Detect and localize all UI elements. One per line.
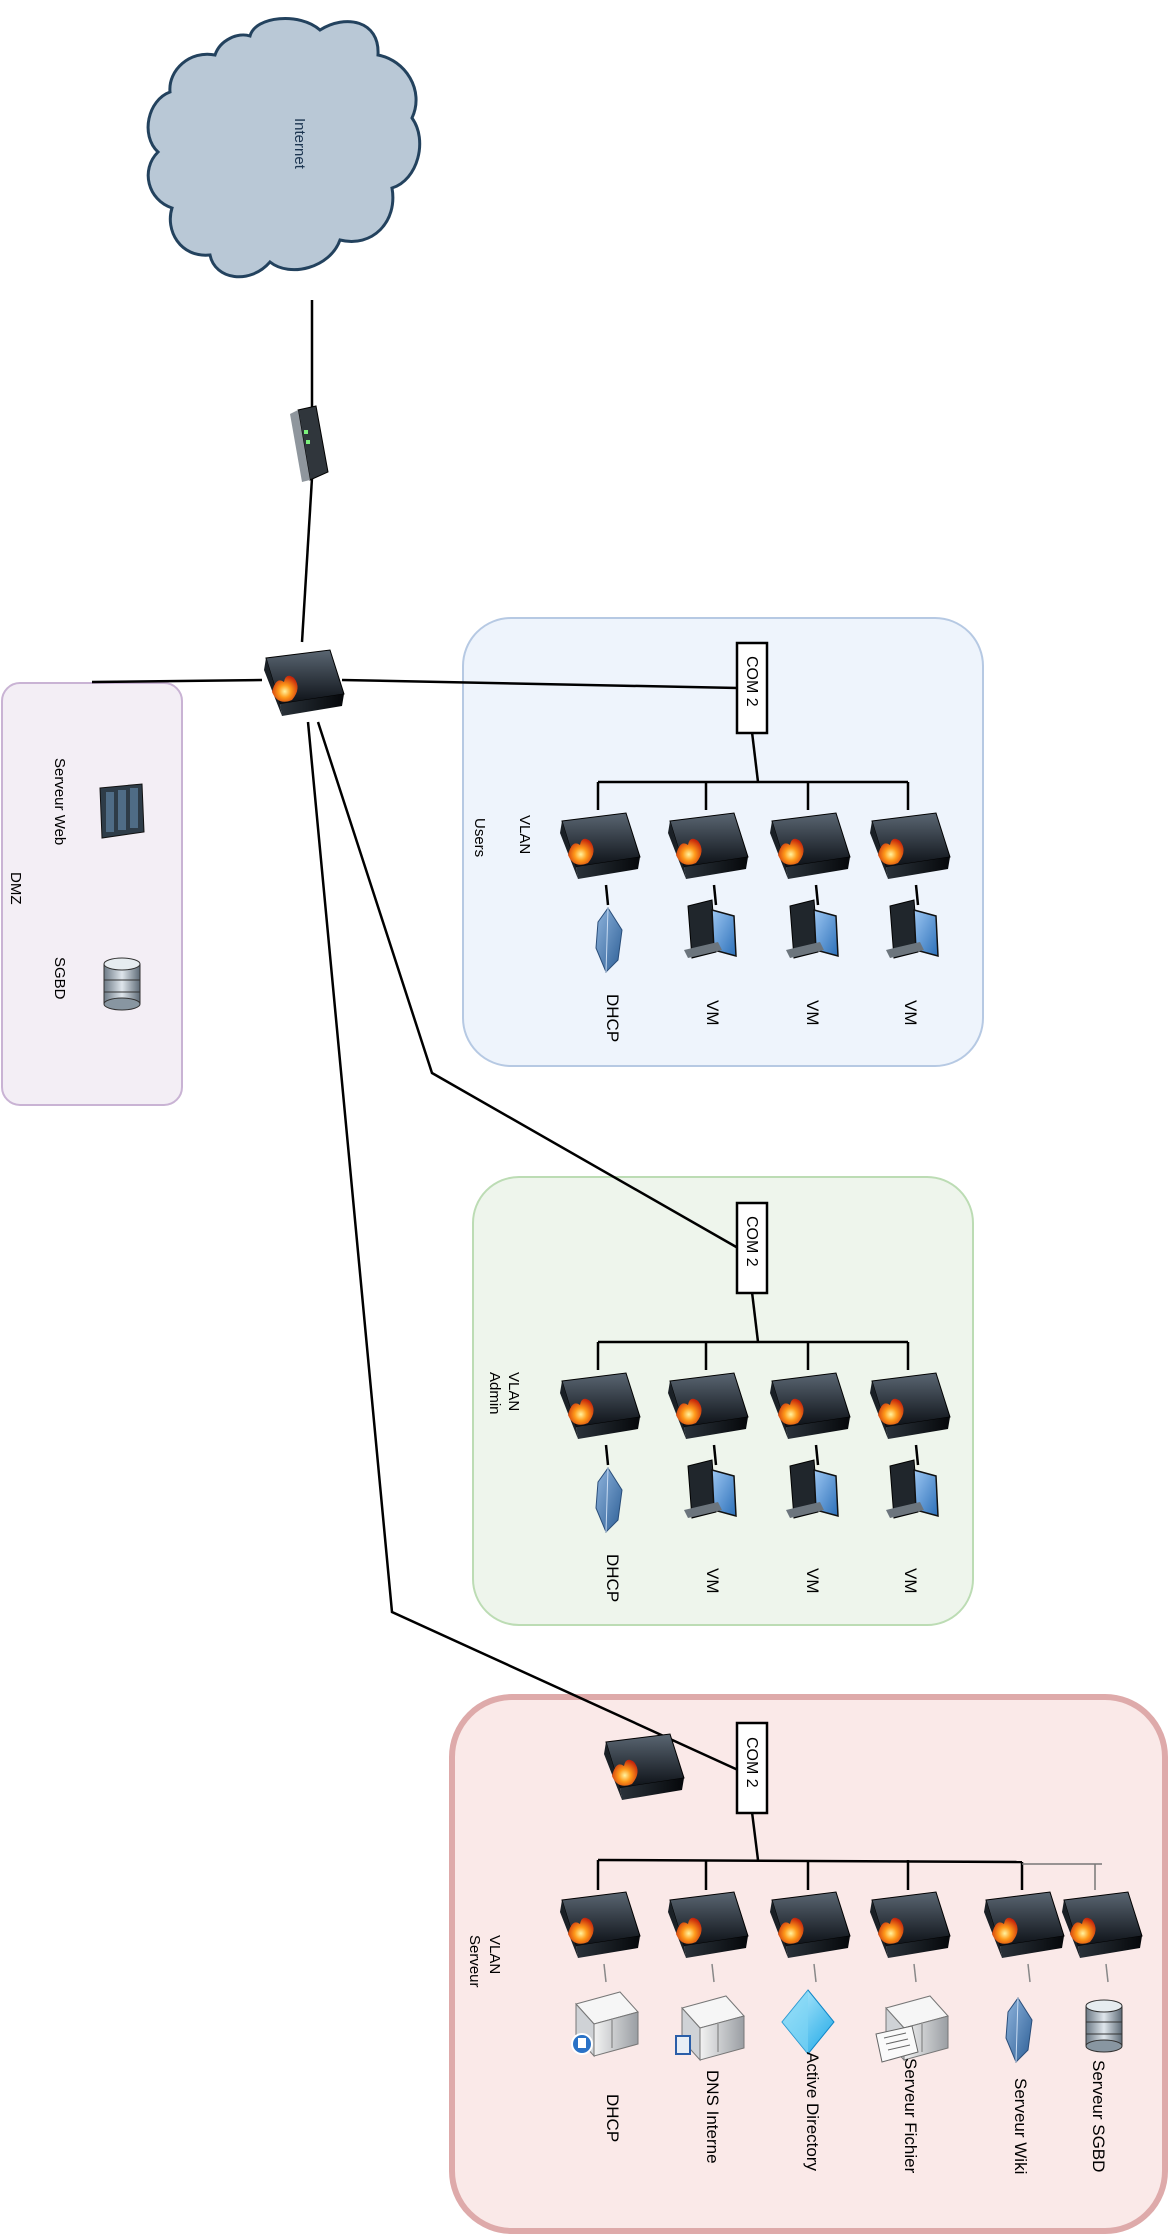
vlan-users-pc-icon-2 bbox=[786, 899, 839, 959]
vlan-users-device-label-2: VM bbox=[703, 1000, 722, 1026]
vlan-server-device-label-5: Serveur Wiki bbox=[1011, 2078, 1030, 2175]
vlan-server-title-line2: Serveur bbox=[466, 1935, 483, 1988]
vlan-users-title-line1: VLAN bbox=[516, 815, 533, 855]
vlan-admin-firewall-icon-3 bbox=[770, 1372, 851, 1439]
dmz-web-server-icon bbox=[99, 783, 145, 839]
vlan-admin-pc-icon-3 bbox=[886, 1459, 939, 1519]
vlan-users-firewall-icon-3 bbox=[770, 812, 851, 879]
internet-cloud-icon bbox=[146, 17, 422, 279]
vlan-admin-switch-icon bbox=[735, 1201, 769, 1295]
dmz-db-label: SGBD bbox=[51, 957, 68, 1000]
vlan-server-device-label-2: DNS Interne bbox=[703, 2070, 722, 2164]
vlan-server-edge-firewall-icon bbox=[604, 1733, 685, 1800]
vlan-users-dhcp-icon bbox=[595, 907, 623, 973]
vlan-server-device-label-3: Active Directory bbox=[803, 2052, 822, 2172]
vlan-server-device-label-6: Serveur SGBD bbox=[1089, 2060, 1108, 2173]
vlan-admin-device-label-3: VM bbox=[803, 1568, 822, 1594]
vlan-users-device-label-4: VM bbox=[901, 1000, 920, 1026]
vlan-server-database-icon bbox=[1085, 1999, 1123, 2053]
vlan-admin-device-label-4: VM bbox=[901, 1568, 920, 1594]
vlan-admin-firewall-icon-1 bbox=[560, 1372, 641, 1439]
vlan-users-pc-icon-3 bbox=[886, 899, 939, 959]
vlan-admin-switch-label: COM 2 bbox=[743, 1216, 760, 1267]
vlan-admin-device-label-1: DHCP bbox=[603, 1554, 622, 1603]
vlan-server-ad-icon bbox=[781, 1989, 835, 2055]
dmz-zone-label: DMZ bbox=[7, 872, 24, 905]
vlan-server-firewall-icon-2 bbox=[668, 1891, 749, 1958]
vlan-server-dns-icon bbox=[675, 1995, 745, 2062]
vlan-server-zone bbox=[449, 1694, 1168, 2234]
vlan-admin-pc-icon-1 bbox=[684, 1459, 737, 1519]
vlan-users-device-label-3: VM bbox=[803, 1000, 822, 1026]
vlan-admin-dhcp-icon bbox=[595, 1467, 623, 1533]
vlan-admin-title-line1: VLAN bbox=[505, 1372, 522, 1412]
vlan-server-firewall-icon-6 bbox=[1062, 1891, 1143, 1958]
dmz-web-label: Serveur Web bbox=[51, 758, 68, 846]
vlan-admin-firewall-icon-4 bbox=[870, 1372, 951, 1439]
vlan-server-file-icon bbox=[875, 1995, 949, 2063]
vlan-admin-pc-icon-2 bbox=[786, 1459, 839, 1519]
vlan-admin-firewall-icon-2 bbox=[668, 1372, 749, 1439]
vlan-server-device-label-1: DHCP bbox=[603, 2094, 622, 2143]
vlan-server-switch-icon bbox=[735, 1721, 769, 1815]
vlan-server-title-line1: VLAN bbox=[486, 1935, 503, 1975]
vlan-users-firewall-icon-1 bbox=[560, 812, 641, 879]
vlan-users-firewall-icon-4 bbox=[870, 812, 951, 879]
vlan-users-pc-icon-1 bbox=[684, 899, 737, 959]
vlan-server-dhcp-icon bbox=[571, 1991, 639, 2058]
vlan-users-firewall-icon-2 bbox=[668, 812, 749, 879]
vlan-users-switch-icon bbox=[735, 641, 769, 735]
dmz-zone bbox=[1, 682, 183, 1106]
vlan-users-switch-label: COM 2 bbox=[743, 656, 760, 707]
vlan-server-wiki-icon bbox=[1005, 1997, 1033, 2063]
vlan-admin-device-label-2: VM bbox=[703, 1568, 722, 1594]
modem-icon bbox=[290, 405, 329, 482]
vlan-server-firewall-icon-4 bbox=[870, 1891, 951, 1958]
vlan-users-device-label-1: DHCP bbox=[603, 994, 622, 1043]
cloud-label: Internet bbox=[291, 118, 308, 169]
vlan-server-firewall-icon-5 bbox=[984, 1891, 1065, 1958]
vlan-server-switch-label: COM 2 bbox=[743, 1737, 760, 1788]
vlan-server-firewall-icon-1 bbox=[560, 1891, 641, 1958]
network-links bbox=[91, 300, 1102, 1890]
dmz-database-icon bbox=[103, 957, 141, 1011]
vlan-users-title-line2: Users bbox=[471, 818, 488, 858]
vlan-server-firewall-icon-3 bbox=[770, 1891, 851, 1958]
vlan-server-device-label-4: Serveur Fichier bbox=[901, 2058, 920, 2174]
main-firewall-icon bbox=[264, 649, 345, 716]
vlan-admin-title-line2: Admin bbox=[486, 1372, 503, 1415]
